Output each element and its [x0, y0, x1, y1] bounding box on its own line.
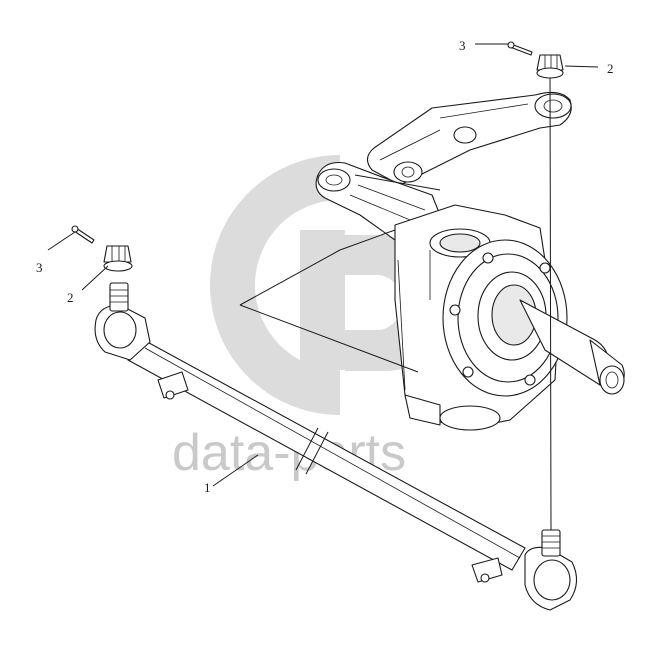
castle-nut-top [536, 54, 564, 79]
callout-cotter-pin-left: 3 [36, 260, 43, 275]
castle-nut-left [103, 245, 133, 272]
callout-tie-rod: 1 [204, 480, 211, 495]
callouts: 3 2 3 2 1 [36, 38, 614, 495]
callout-nut-top: 2 [607, 61, 614, 76]
cotter-pin-left [71, 225, 95, 244]
tie-rod [94, 282, 578, 611]
cotter-pin-top [507, 41, 533, 56]
callout-cotter-pin-top: 3 [459, 38, 466, 53]
assembly-leader-lines [239, 174, 441, 373]
callout-nut-left: 2 [67, 290, 74, 305]
alignment-line-right [549, 71, 552, 531]
callout-leaders [47, 43, 599, 487]
steering-knuckle [315, 91, 625, 431]
